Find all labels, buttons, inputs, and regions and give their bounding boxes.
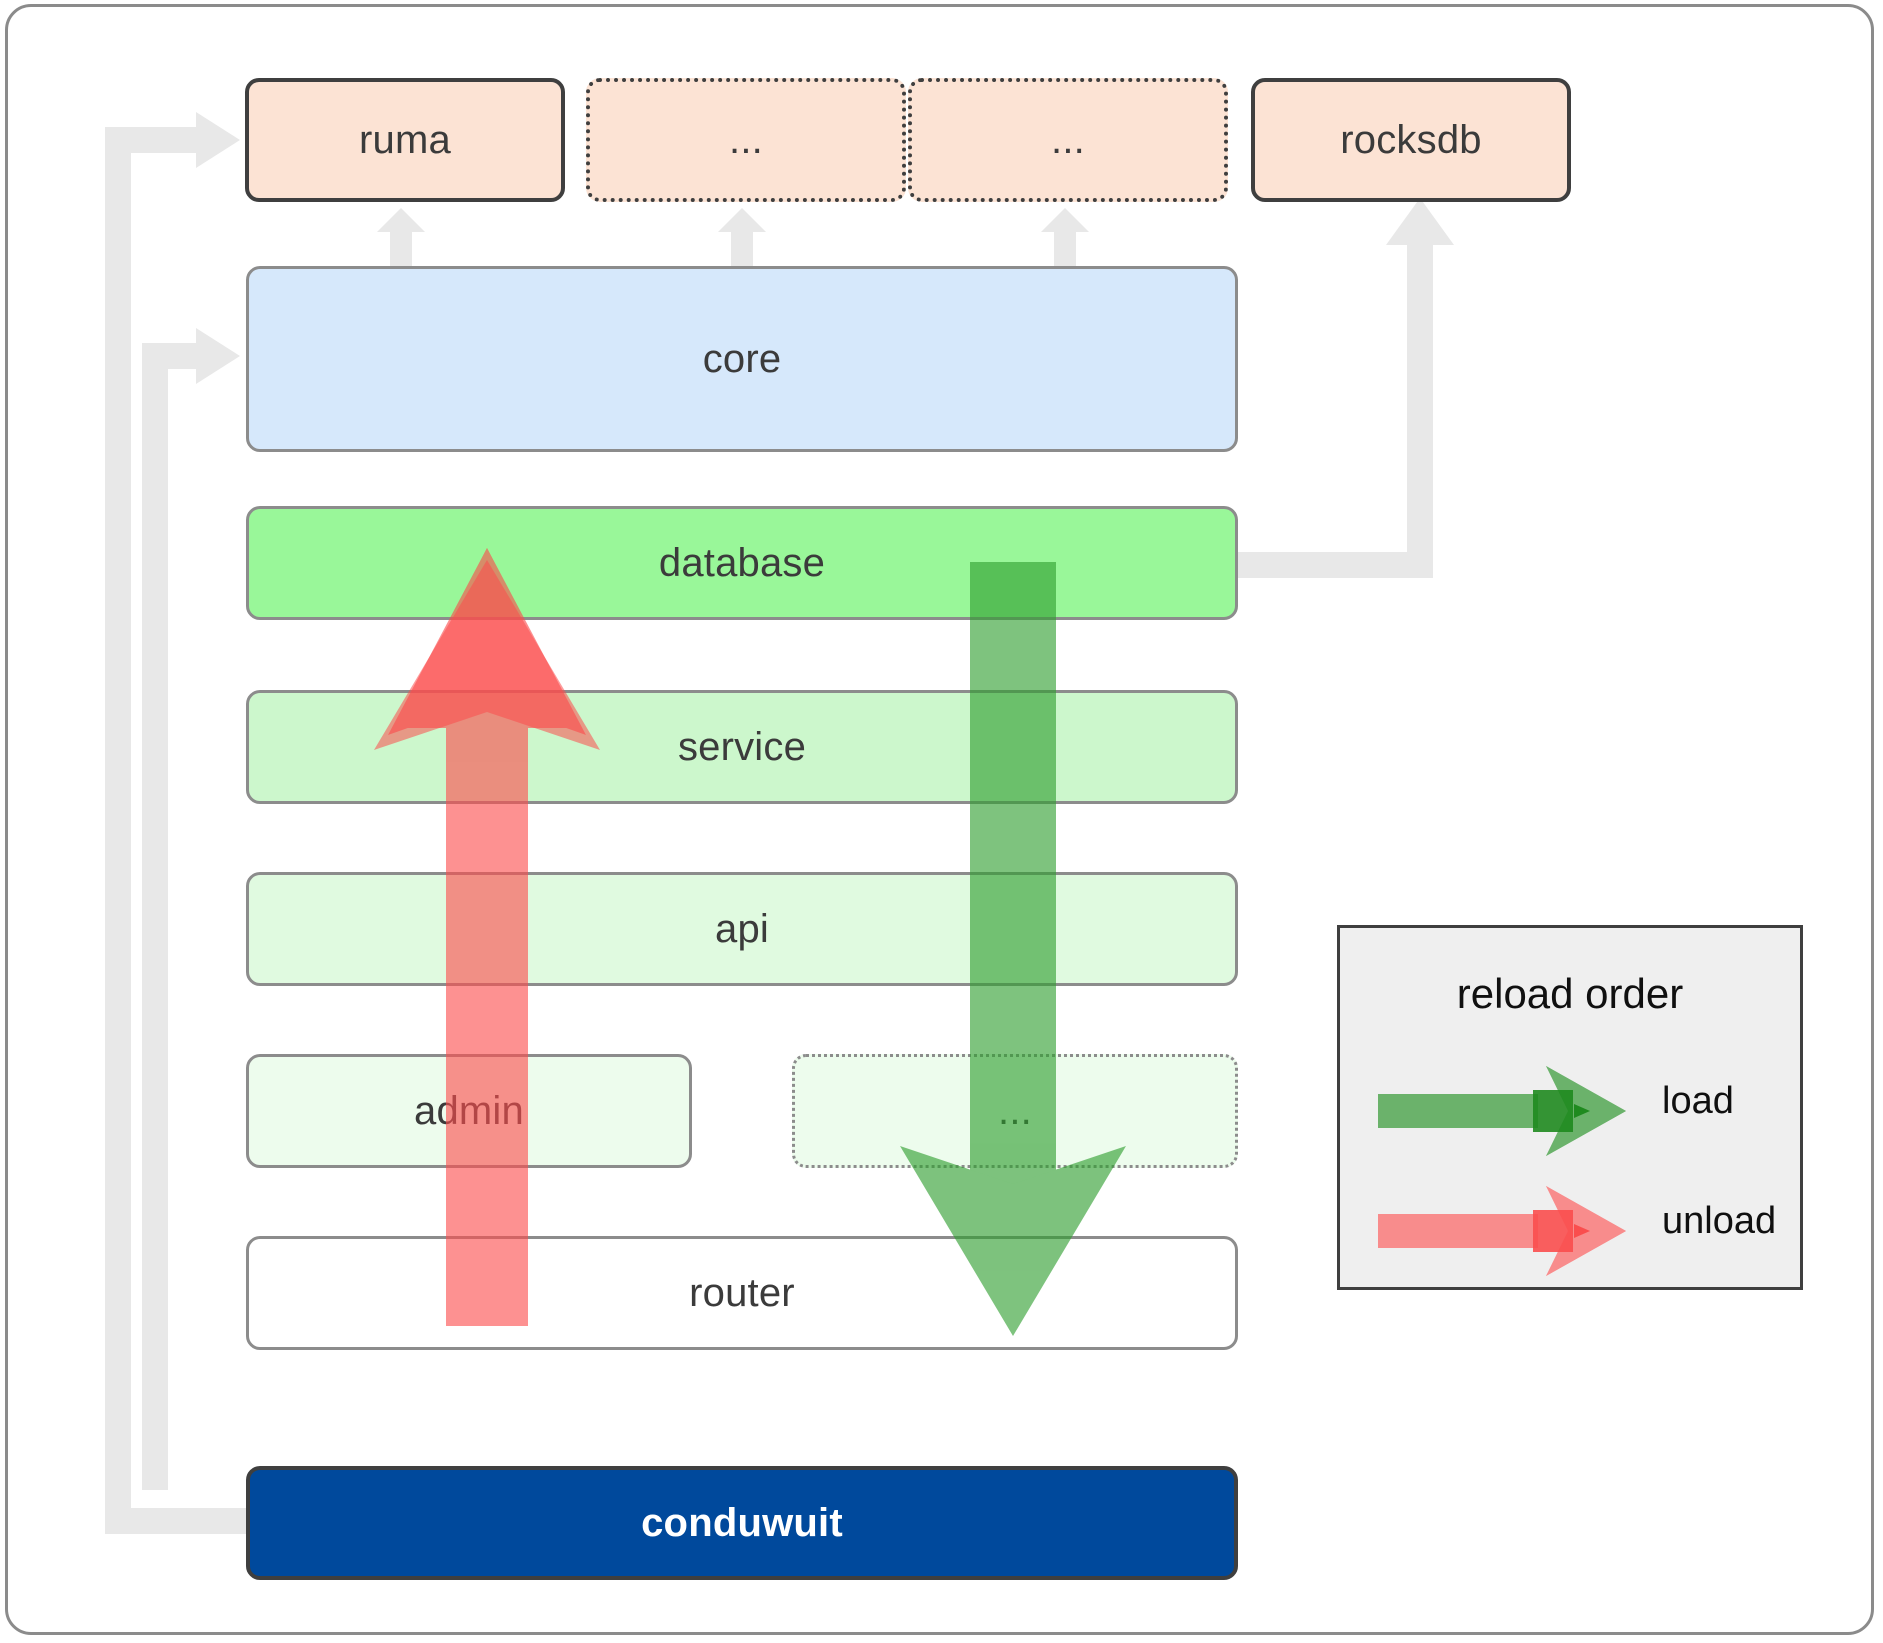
- node-api[interactable]: api: [246, 872, 1238, 986]
- diagram-frame: [5, 4, 1874, 1635]
- node-label: ...: [998, 1088, 1032, 1133]
- legend-load-label: load: [1662, 1080, 1734, 1122]
- node-router[interactable]: router: [246, 1236, 1238, 1350]
- node-top-ellipsis-1[interactable]: ...: [586, 78, 906, 202]
- legend-load-arrow-icon: [1378, 1066, 1626, 1156]
- legend-unload-arrow-icon: [1378, 1186, 1626, 1276]
- node-label: api: [715, 906, 769, 951]
- node-core[interactable]: core: [246, 266, 1238, 452]
- node-label: service: [677, 724, 807, 769]
- node-label: rocksdb: [1340, 117, 1482, 162]
- node-label: database: [658, 540, 826, 585]
- node-service[interactable]: service: [246, 690, 1238, 804]
- legend-box: reload order load unload: [1337, 925, 1803, 1290]
- legend-title: reload order: [1456, 970, 1684, 1017]
- node-label: router: [689, 1270, 795, 1315]
- node-ruma[interactable]: ruma: [245, 78, 565, 202]
- node-label: admin: [414, 1088, 524, 1133]
- legend-unload-label: unload: [1662, 1200, 1777, 1242]
- node-label: core: [702, 336, 782, 381]
- node-bottom-ellipsis[interactable]: ...: [792, 1054, 1238, 1168]
- node-database[interactable]: database: [246, 506, 1238, 620]
- node-label: ...: [1051, 117, 1085, 162]
- node-rocksdb[interactable]: rocksdb: [1251, 78, 1571, 202]
- node-label: ...: [729, 117, 763, 162]
- node-conduwuit[interactable]: conduwuit: [246, 1466, 1238, 1580]
- node-admin[interactable]: admin: [246, 1054, 692, 1168]
- node-top-ellipsis-2[interactable]: ...: [908, 78, 1228, 202]
- node-label: conduwuit: [641, 1500, 843, 1545]
- node-label: ruma: [359, 117, 451, 162]
